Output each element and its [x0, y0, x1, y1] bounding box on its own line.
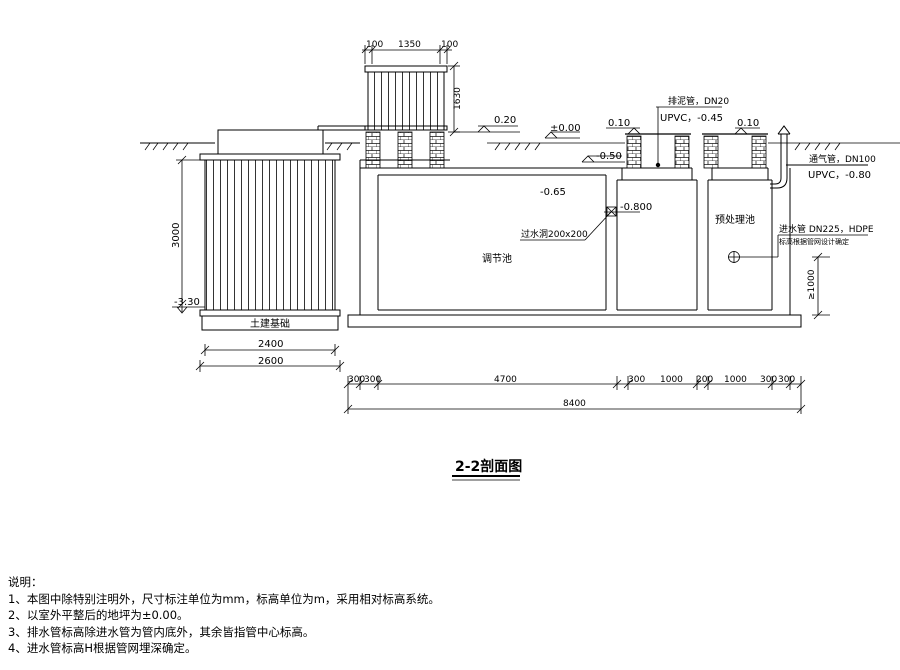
dim-ge1000 — [812, 252, 830, 320]
dim-100a-text: 100 — [366, 40, 383, 50]
dim-chain-bottom — [343, 376, 806, 414]
vent-pipe-spec: UPVC，-0.80 — [808, 170, 871, 181]
buried-tank — [140, 129, 360, 331]
dim-top-row — [361, 45, 452, 64]
elev-010b: 0.10 — [737, 118, 759, 129]
elev-m0800: -0.800 — [620, 202, 652, 213]
elev-m330: -3.30 — [174, 297, 200, 308]
vent-pipe-label: 通气管，DN100 — [809, 153, 876, 165]
note-item: 3、排水管标高除进水管为管内底外，其余皆指管中心标高。 — [8, 624, 315, 639]
inlet-pipe-label: 进水管 DN225，HDPE — [779, 223, 874, 235]
overflow-hole — [520, 206, 640, 241]
note-item: 1、本图中除特别注明外，尺寸标注单位为mm，标高单位为m，采用相对标高系统。 — [8, 591, 440, 606]
dim-1000a-text: 1000 — [660, 375, 683, 385]
dim-4700-text: 4700 — [494, 375, 517, 385]
elev-010-markers — [606, 127, 760, 135]
top-equipment — [317, 65, 448, 131]
dim-2400-text: 2400 — [258, 339, 283, 350]
dim-300c-text: 300 — [628, 375, 645, 385]
sludge-pipe-leader — [655, 106, 722, 168]
foundation-label: 土建基础 — [250, 317, 290, 330]
overflow-hole-label: 过水洞200x200 — [521, 228, 588, 240]
brick-risers — [625, 133, 768, 169]
dim-8400-text: 8400 — [563, 399, 586, 409]
pretreatment-tank-label: 预处理池 — [715, 213, 755, 226]
dim-1350-text: 1350 — [398, 40, 421, 50]
sludge-pipe-label: 排泥管，DN20 — [668, 95, 729, 107]
main-tank — [347, 159, 802, 328]
dim-1000b-text: 1000 — [724, 375, 747, 385]
vent-pipe — [770, 125, 868, 189]
inlet-pipe — [728, 234, 868, 263]
elev-m050-marker — [581, 155, 625, 163]
dim-300e-text: 300 — [778, 375, 795, 385]
dim-3000-text: 3000 — [171, 223, 182, 248]
elev-020-marker — [454, 125, 520, 133]
ground-line-right — [487, 142, 900, 151]
elev-000-marker — [544, 131, 580, 139]
elev-020: 0.20 — [494, 115, 516, 126]
note-item: 4、进水管标高H根据管网埋深确定。 — [8, 641, 197, 655]
elev-010a: 0.10 — [608, 118, 630, 129]
dim-1630-text: 1630 — [453, 87, 463, 110]
dim-300b-text: 300 — [364, 375, 381, 385]
brick-piers-top — [365, 131, 445, 169]
dim-2600-text: 2600 — [258, 356, 283, 367]
elev-m050: -0.50 — [596, 151, 622, 162]
dim-300d-text: 300 — [760, 375, 777, 385]
elev-m065: -0.65 — [540, 187, 566, 198]
ground-hatch-left — [144, 142, 353, 151]
notes-block: 说明： 1、本图中除特别注明外，尺寸标注单位为mm，标高单位为m，采用相对标高系… — [8, 574, 440, 657]
dim-2400-2600 — [195, 344, 345, 372]
dim-300a-text: 300 — [348, 375, 365, 385]
sludge-pipe-spec: UPVC，-0.45 — [660, 113, 723, 124]
dim-200-text: 200 — [696, 375, 713, 385]
drawing-title: 2-2剖面图 — [455, 458, 522, 475]
inlet-pipe-note: 标高根据管网设计确定 — [779, 237, 849, 246]
regulating-tank-label: 调节池 — [482, 252, 512, 265]
elev-000: ±0.00 — [550, 123, 581, 134]
notes-heading: 说明： — [8, 575, 43, 589]
dim-100b-text: 100 — [441, 40, 458, 50]
elev-m330-marker — [172, 306, 205, 314]
note-item: 2、以室外平整后的地坪为±0.00。 — [8, 608, 189, 622]
elev-ge1000: ≥1000 — [807, 269, 817, 300]
